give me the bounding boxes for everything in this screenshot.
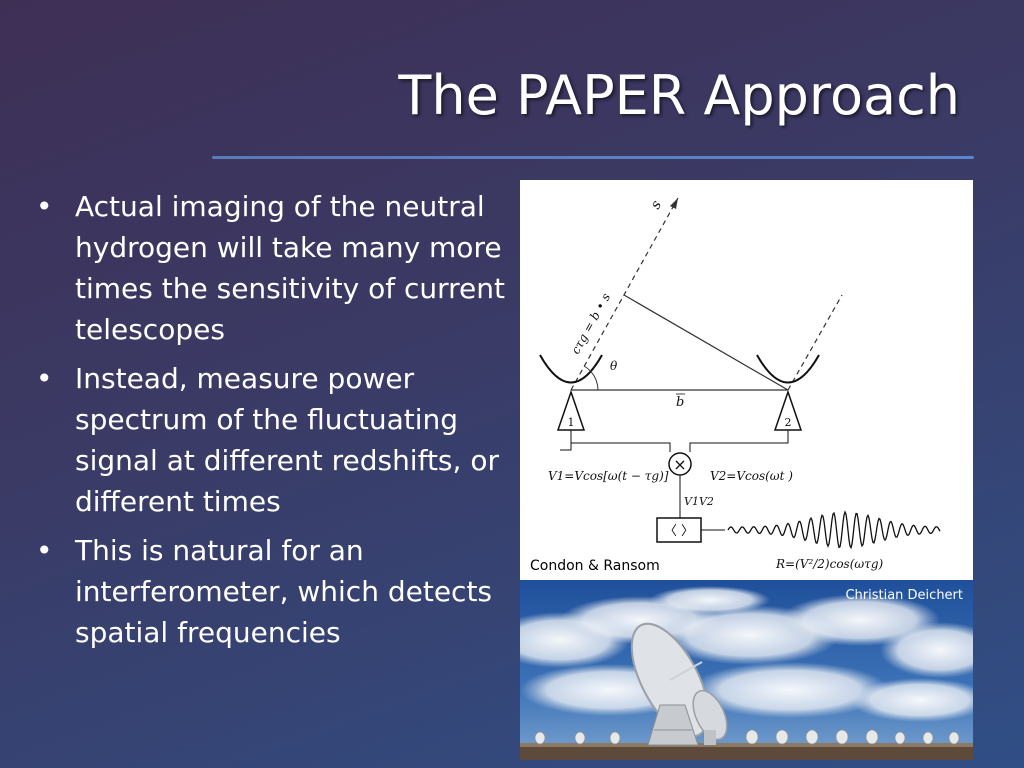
bullet-dot-icon: • [36, 534, 53, 567]
bullet-text: Actual imaging of the neutral hydrogen w… [75, 190, 505, 346]
distant-dishes [534, 729, 960, 745]
bullet-item: • Actual imaging of the neutral hydrogen… [36, 186, 511, 350]
v1-signal-label: V1=Vcos[ω(t − τg)] [548, 469, 669, 483]
telescope-array-photo: Christian Deichert [520, 580, 973, 760]
wire-1 [570, 442, 671, 452]
v2-signal-label: V2=Vcos(ωt ) [710, 469, 793, 483]
interferometer-diagram: × 〈 〉 s cτg = b • s θ b 1 2 V1=Vcos[ω(t … [520, 180, 973, 580]
bullet-dot-icon: • [36, 190, 53, 223]
horizon [520, 743, 973, 747]
dish-2 [756, 354, 820, 384]
theta-arc [583, 365, 599, 391]
arrow-head-icon [670, 198, 678, 209]
diagram-credit: Condon & Ransom [530, 558, 660, 574]
ground [520, 745, 973, 760]
bullet-text: Instead, measure power spectrum of the f… [75, 362, 499, 518]
antenna-1-label: 1 [568, 416, 575, 429]
bullet-text: This is natural for an interferometer, w… [75, 534, 493, 649]
multiplier-symbol: × [673, 455, 686, 474]
interferometer-diagram-svg: × 〈 〉 s cτg = b • s θ b 1 2 V1=Vcos[ω(t … [539, 197, 941, 571]
title-divider [212, 156, 974, 159]
geometric-delay-label: cτg = b • s [568, 291, 613, 357]
telescope-photo-svg [520, 580, 973, 760]
second-dish-antenna [692, 689, 728, 745]
source-vector-label: s [648, 198, 665, 212]
bullet-item: • This is natural for an interferometer,… [36, 530, 511, 653]
averager-symbol: 〈 〉 [664, 524, 694, 539]
wire-2 [689, 430, 789, 452]
slide-title: The PAPER Approach [398, 64, 960, 127]
source-direction-line-1 [570, 197, 679, 391]
clouds [520, 586, 973, 722]
baseline-label: b [676, 395, 684, 410]
product-label: V1V2 [684, 495, 714, 508]
large-dish-antenna [630, 622, 710, 746]
wire-1-stub [560, 430, 572, 451]
antenna-2-label: 2 [785, 416, 792, 429]
bullet-item: • Instead, measure power spectrum of the… [36, 358, 511, 522]
wavefront-line [623, 294, 789, 391]
response-label: R=(V²/2)cos(ωτg) [775, 557, 883, 571]
output-waveform [727, 510, 941, 550]
theta-label: θ [610, 359, 618, 373]
source-direction-line-2 [787, 294, 843, 391]
photo-credit: Christian Deichert [845, 588, 963, 603]
bullet-list: • Actual imaging of the neutral hydrogen… [36, 186, 511, 661]
bullet-dot-icon: • [36, 362, 53, 395]
dish-1 [539, 354, 603, 384]
